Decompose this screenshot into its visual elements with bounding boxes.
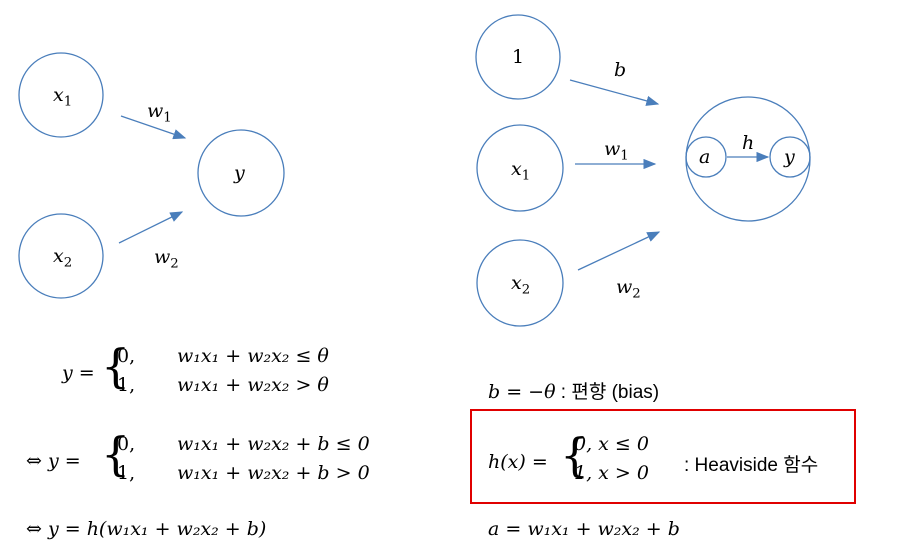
right-node-x2 — [476, 239, 564, 327]
right-weight-b: b — [614, 59, 627, 81]
left-label-x1: x1 — [53, 84, 73, 110]
right-weight-w2: w2 — [616, 276, 641, 302]
right-node-a — [685, 136, 727, 178]
right-node-y — [769, 136, 811, 178]
left-label-y: y — [234, 162, 245, 184]
left-node-x1 — [18, 52, 104, 138]
bias-equation: b = −θ : 편향 (bias) — [488, 381, 660, 403]
heaviside-highlight-box — [470, 409, 856, 504]
right-label-x1: x1 — [511, 158, 531, 184]
left-node-y — [197, 129, 285, 217]
left-weight-w1: w1 — [147, 100, 172, 126]
left-weight-w2: w2 — [154, 246, 179, 272]
left-arrow-w1 — [120, 115, 187, 140]
left-label-x2: x2 — [53, 245, 73, 271]
right-arrow-b — [569, 79, 660, 106]
activation-equation: a = w₁x₁ + w₂x₂ + b — [488, 518, 680, 540]
right-label-a: a — [699, 146, 711, 168]
right-arrow-w2 — [577, 231, 661, 271]
left-arrow-w2 — [118, 211, 184, 244]
left-node-x2 — [18, 213, 104, 299]
right-label-x2: x2 — [511, 272, 531, 298]
right-label-h: h — [742, 132, 755, 154]
right-label-y: y — [784, 146, 795, 168]
right-node-one — [475, 14, 561, 100]
right-node-x1 — [476, 124, 564, 212]
equation-3: ⇔ y = h(w₁x₁ + w₂x₂ + b) — [26, 518, 267, 540]
right-weight-w1: w1 — [604, 138, 629, 164]
right-label-one: 1 — [512, 46, 525, 68]
